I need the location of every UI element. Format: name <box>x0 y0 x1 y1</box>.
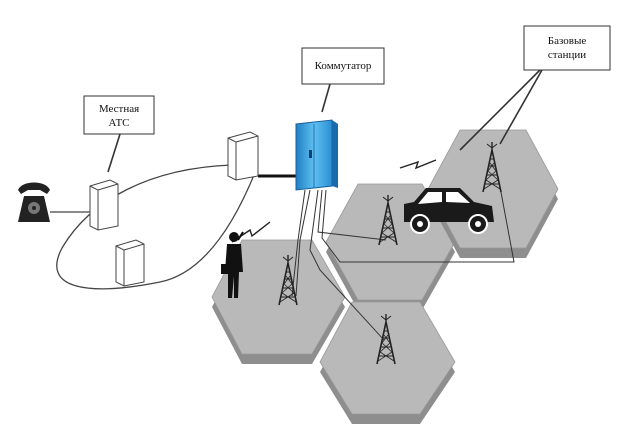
label-local-exchange-line2: АТС <box>108 117 129 129</box>
hex-cell-left <box>211 239 346 364</box>
callout-local-exchange: Местная АТС <box>83 95 155 173</box>
car-icon <box>404 188 494 234</box>
switch-to-tower-cables <box>291 175 515 341</box>
telephone-icon <box>18 182 50 222</box>
label-base-stations-line2: станции <box>548 49 586 61</box>
callout-switch: Коммутатор <box>301 47 385 113</box>
exchange-box-top <box>227 131 259 181</box>
callout-base-stations: Базовые станции <box>459 25 611 151</box>
hex-cell-bottom <box>319 301 456 424</box>
exchange-box-bottom <box>115 239 145 287</box>
label-switch: Коммутатор <box>315 60 372 72</box>
label-local-exchange-line1: Местная <box>99 103 139 115</box>
exchange-ring-line <box>56 164 259 290</box>
label-base-stations-line1: Базовые <box>548 35 587 47</box>
exchange-box-left <box>89 179 119 231</box>
switch-cabinet-icon <box>295 119 338 191</box>
person-with-phone-icon <box>221 231 244 298</box>
